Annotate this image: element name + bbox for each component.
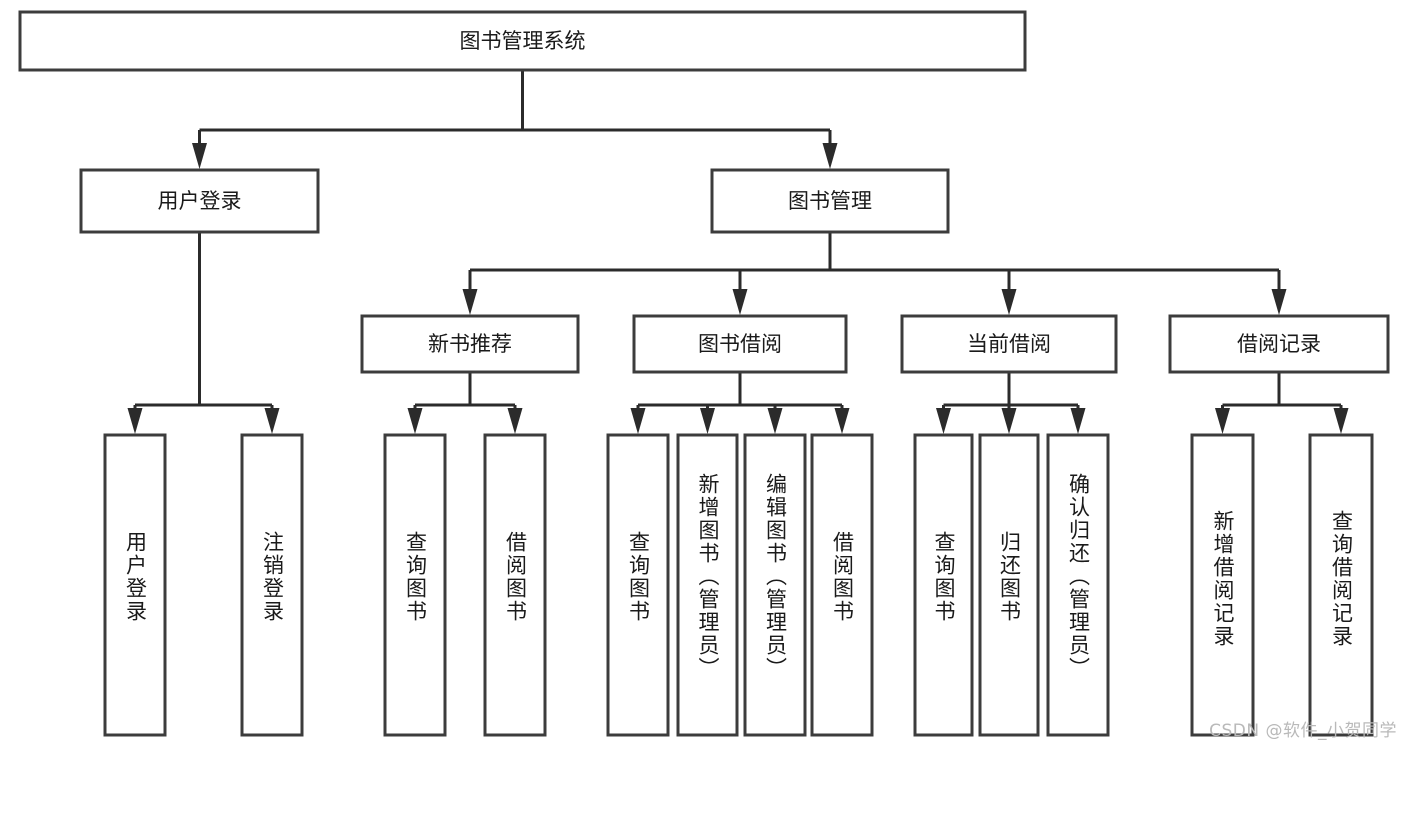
node-current-borrow-box[interactable] — [900, 314, 1118, 374]
node-borrow-record-label: 借阅记录 — [1237, 332, 1321, 356]
node-leaf-user-login-box[interactable] — [103, 433, 167, 737]
arrow-head-icon — [630, 408, 646, 434]
arrow-head-icon — [700, 408, 715, 434]
node-root-box[interactable] — [18, 10, 1027, 72]
node-new-book-rec-box[interactable] — [360, 314, 580, 374]
arrow-head-icon — [936, 408, 951, 434]
node-borrow-record-box[interactable] — [1168, 314, 1390, 374]
arrow-head-icon — [1001, 289, 1017, 315]
node-book-borrow-box[interactable] — [632, 314, 848, 374]
node-leaf-query-book-3-box[interactable] — [913, 433, 974, 737]
arrow-head-icon — [507, 408, 523, 434]
node-leaf-query-book-2-box[interactable] — [606, 433, 670, 737]
arrow-head-icon — [127, 408, 143, 434]
node-box-layer — [18, 10, 1390, 737]
node-book-manage-box[interactable] — [710, 168, 950, 234]
node-leaf-query-book-1-box[interactable] — [383, 433, 447, 737]
node-leaf-return-book-box[interactable] — [978, 433, 1040, 737]
connector-layer — [127, 70, 1349, 434]
arrow-head-icon — [1333, 408, 1349, 434]
arrow-head-icon — [1215, 408, 1230, 434]
arrow-head-icon — [1001, 408, 1017, 434]
node-leaf-borrow-book-2-box[interactable] — [810, 433, 874, 737]
node-book-borrow-label: 图书借阅 — [698, 332, 782, 356]
arrow-head-icon — [264, 408, 280, 434]
node-current-borrow-label: 当前借阅 — [967, 332, 1051, 356]
node-leaf-add-book-box[interactable] — [676, 433, 739, 737]
node-book-manage-label: 图书管理 — [788, 189, 872, 213]
functional-structure-diagram: 图书管理系统用户登录图书管理新书推荐图书借阅当前借阅借阅记录 用户登录注销登录查… — [18, 10, 1397, 741]
arrow-head-icon — [192, 143, 207, 169]
arrow-head-icon — [732, 289, 748, 315]
node-leaf-logout-box[interactable] — [240, 433, 304, 737]
arrow-head-icon — [462, 289, 478, 315]
node-user-login-box[interactable] — [79, 168, 320, 234]
arrow-head-icon — [767, 408, 783, 434]
node-user-login-label: 用户登录 — [158, 189, 242, 213]
node-leaf-edit-book-box[interactable] — [743, 433, 807, 737]
arrow-head-icon — [822, 143, 838, 169]
node-leaf-confirm-return-box[interactable] — [1046, 433, 1110, 737]
node-leaf-borrow-book-1-box[interactable] — [483, 433, 547, 737]
node-root-label: 图书管理系统 — [460, 29, 586, 53]
arrow-head-icon — [1271, 289, 1287, 315]
arrow-head-icon — [834, 408, 850, 434]
node-leaf-add-record-box[interactable] — [1190, 433, 1255, 737]
arrow-head-icon — [1070, 408, 1086, 434]
arrow-head-icon — [407, 408, 423, 434]
node-leaf-query-record-box[interactable] — [1308, 433, 1374, 737]
node-new-book-rec-label: 新书推荐 — [428, 332, 512, 356]
